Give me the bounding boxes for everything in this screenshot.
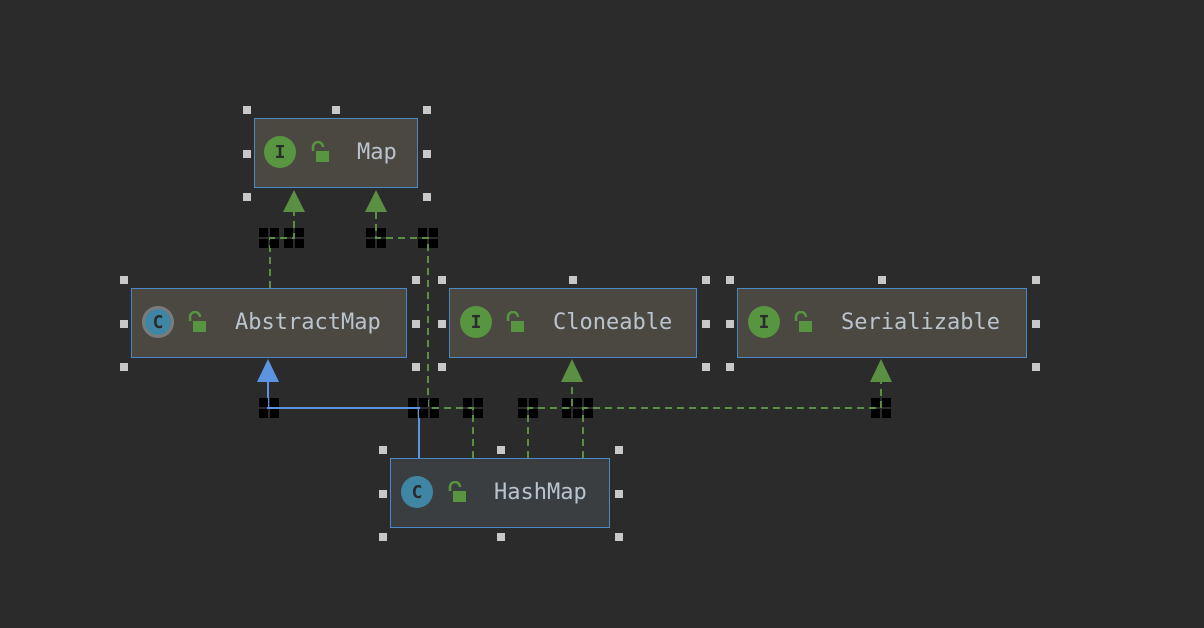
edge-hashmap-implements-map[interactable] <box>365 190 474 458</box>
resize-handle[interactable] <box>615 533 623 541</box>
resize-handle[interactable] <box>423 106 431 114</box>
class-icon: C <box>401 476 433 508</box>
interface-icon: I <box>460 306 492 338</box>
resize-handle[interactable] <box>120 276 128 284</box>
unlock-icon <box>311 141 329 162</box>
node-map[interactable]: I Map <box>254 118 418 188</box>
resize-handle[interactable] <box>243 193 251 201</box>
node-label: Map <box>357 140 397 165</box>
bend-markers <box>259 228 891 418</box>
resize-handle[interactable] <box>412 320 420 328</box>
interface-icon: I <box>264 136 296 168</box>
resize-handle[interactable] <box>702 276 710 284</box>
resize-handle[interactable] <box>726 320 734 328</box>
resize-handle[interactable] <box>332 106 340 114</box>
resize-handle[interactable] <box>702 363 710 371</box>
resize-handle[interactable] <box>379 446 387 454</box>
resize-handle[interactable] <box>615 446 623 454</box>
resize-handle[interactable] <box>497 533 505 541</box>
resize-handle[interactable] <box>438 320 446 328</box>
node-label: HashMap <box>494 480 587 505</box>
edge-hashmap-extends-abstractmap[interactable] <box>257 359 420 458</box>
unlock-icon <box>506 311 524 332</box>
resize-handle[interactable] <box>243 150 251 158</box>
interface-icon: I <box>748 306 780 338</box>
resize-handle[interactable] <box>412 363 420 371</box>
node-label: Cloneable <box>553 310 673 335</box>
node-label: AbstractMap <box>235 310 381 335</box>
node-cloneable[interactable]: I Cloneable <box>449 288 697 358</box>
resize-handle[interactable] <box>120 363 128 371</box>
resize-handle[interactable] <box>1032 276 1040 284</box>
edge-hashmap-implements-serializable[interactable] <box>582 359 892 458</box>
resize-handle[interactable] <box>438 276 446 284</box>
resize-handle[interactable] <box>497 446 505 454</box>
resize-handle[interactable] <box>379 533 387 541</box>
unlock-icon <box>448 481 466 502</box>
node-hashmap[interactable]: C HashMap <box>390 458 610 528</box>
resize-handle[interactable] <box>243 106 251 114</box>
unlock-icon <box>188 311 206 332</box>
resize-handle[interactable] <box>438 363 446 371</box>
resize-handle[interactable] <box>726 363 734 371</box>
resize-handle[interactable] <box>569 276 577 284</box>
resize-handle[interactable] <box>702 320 710 328</box>
resize-handle[interactable] <box>615 490 623 498</box>
abstract-class-icon: C <box>142 306 174 338</box>
edge-hashmap-implements-cloneable[interactable] <box>527 359 583 458</box>
resize-handle[interactable] <box>726 276 734 284</box>
resize-handle[interactable] <box>120 320 128 328</box>
unlock-icon <box>794 311 812 332</box>
node-abstractmap[interactable]: C AbstractMap <box>131 288 407 358</box>
resize-handle[interactable] <box>423 150 431 158</box>
resize-handle[interactable] <box>379 490 387 498</box>
resize-handle[interactable] <box>1032 363 1040 371</box>
resize-handle[interactable] <box>423 193 431 201</box>
node-label: Serializable <box>841 310 1000 335</box>
resize-handle[interactable] <box>878 276 886 284</box>
resize-handle[interactable] <box>412 276 420 284</box>
resize-handle[interactable] <box>1032 320 1040 328</box>
node-serializable[interactable]: I Serializable <box>737 288 1027 358</box>
edge-abstractmap-implements-map[interactable] <box>269 190 305 288</box>
